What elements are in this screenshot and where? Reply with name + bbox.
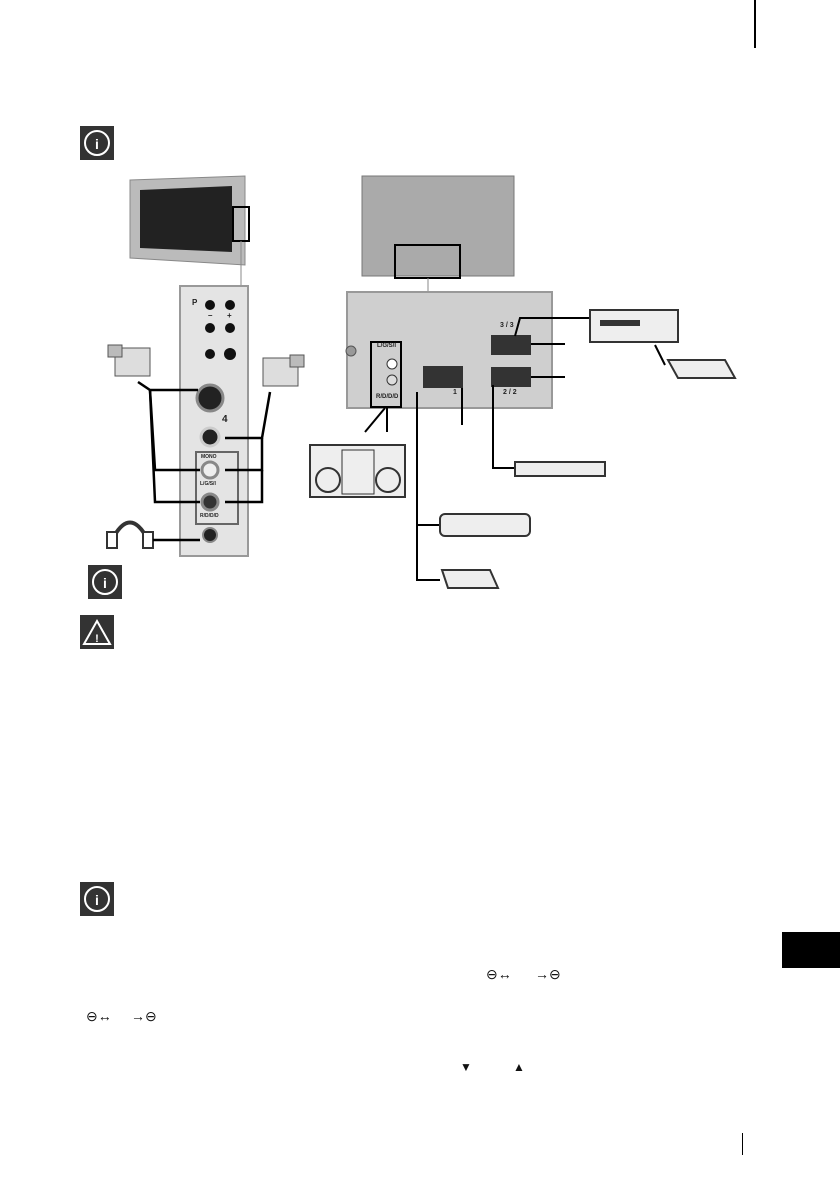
svg-text:!: ! [95,633,99,645]
game-console-illustration [439,513,531,537]
top-rule [754,0,756,48]
warning-icon: ! [80,615,114,649]
scart3-label: 3 / 3 [500,322,514,329]
front-left-label: L/G/S/I [200,481,216,487]
tv-rear-illustration [361,175,515,292]
info-icon: i [80,126,114,160]
info-icon: i [88,565,122,599]
input-icon: →⊖ [535,966,561,982]
input-icon: →⊖ [131,1008,157,1024]
front-panel [179,285,249,557]
down-arrow-icon: ▼ [460,1060,472,1074]
svg-text:i: i [95,892,99,908]
scart1-label: 1 [453,389,457,396]
front-right-label: R/D/D/D [200,513,219,519]
language-tab [782,932,840,968]
rear-left-label: L/G/S/I [377,343,397,349]
vcr-illustration [589,309,679,343]
dvd-player-illustration [514,461,606,477]
cables-rear [364,317,666,581]
svg-text:i: i [95,136,99,152]
scart2-label: 2 / 2 [503,389,517,396]
hifi-illustration [309,444,406,498]
plus-label: + [227,311,232,320]
headphones-illustration [106,520,154,549]
up-arrow-icon: ▲ [513,1060,525,1074]
camcorder-illustration [262,354,305,387]
info-icon: i [80,882,114,916]
tv-front-illustration [129,175,250,285]
page-number-rule [742,1133,743,1155]
input-output-icon: ⊖↔ [86,1008,112,1024]
satellite-receiver-illustration [440,569,500,589]
minus-label: – [208,311,213,320]
camcorder-illustration [107,344,151,377]
mono-label: MONO [201,454,217,460]
rear-panel [345,291,553,409]
rear-right-label: R/D/D/D [376,394,399,400]
program-label: P [192,298,198,307]
cables-front [137,380,272,542]
svg-text:i: i [103,575,107,591]
decoder-illustration [666,359,737,379]
input4-label: 4 [222,414,228,425]
input-output-icon: ⊖↔ [486,966,512,982]
